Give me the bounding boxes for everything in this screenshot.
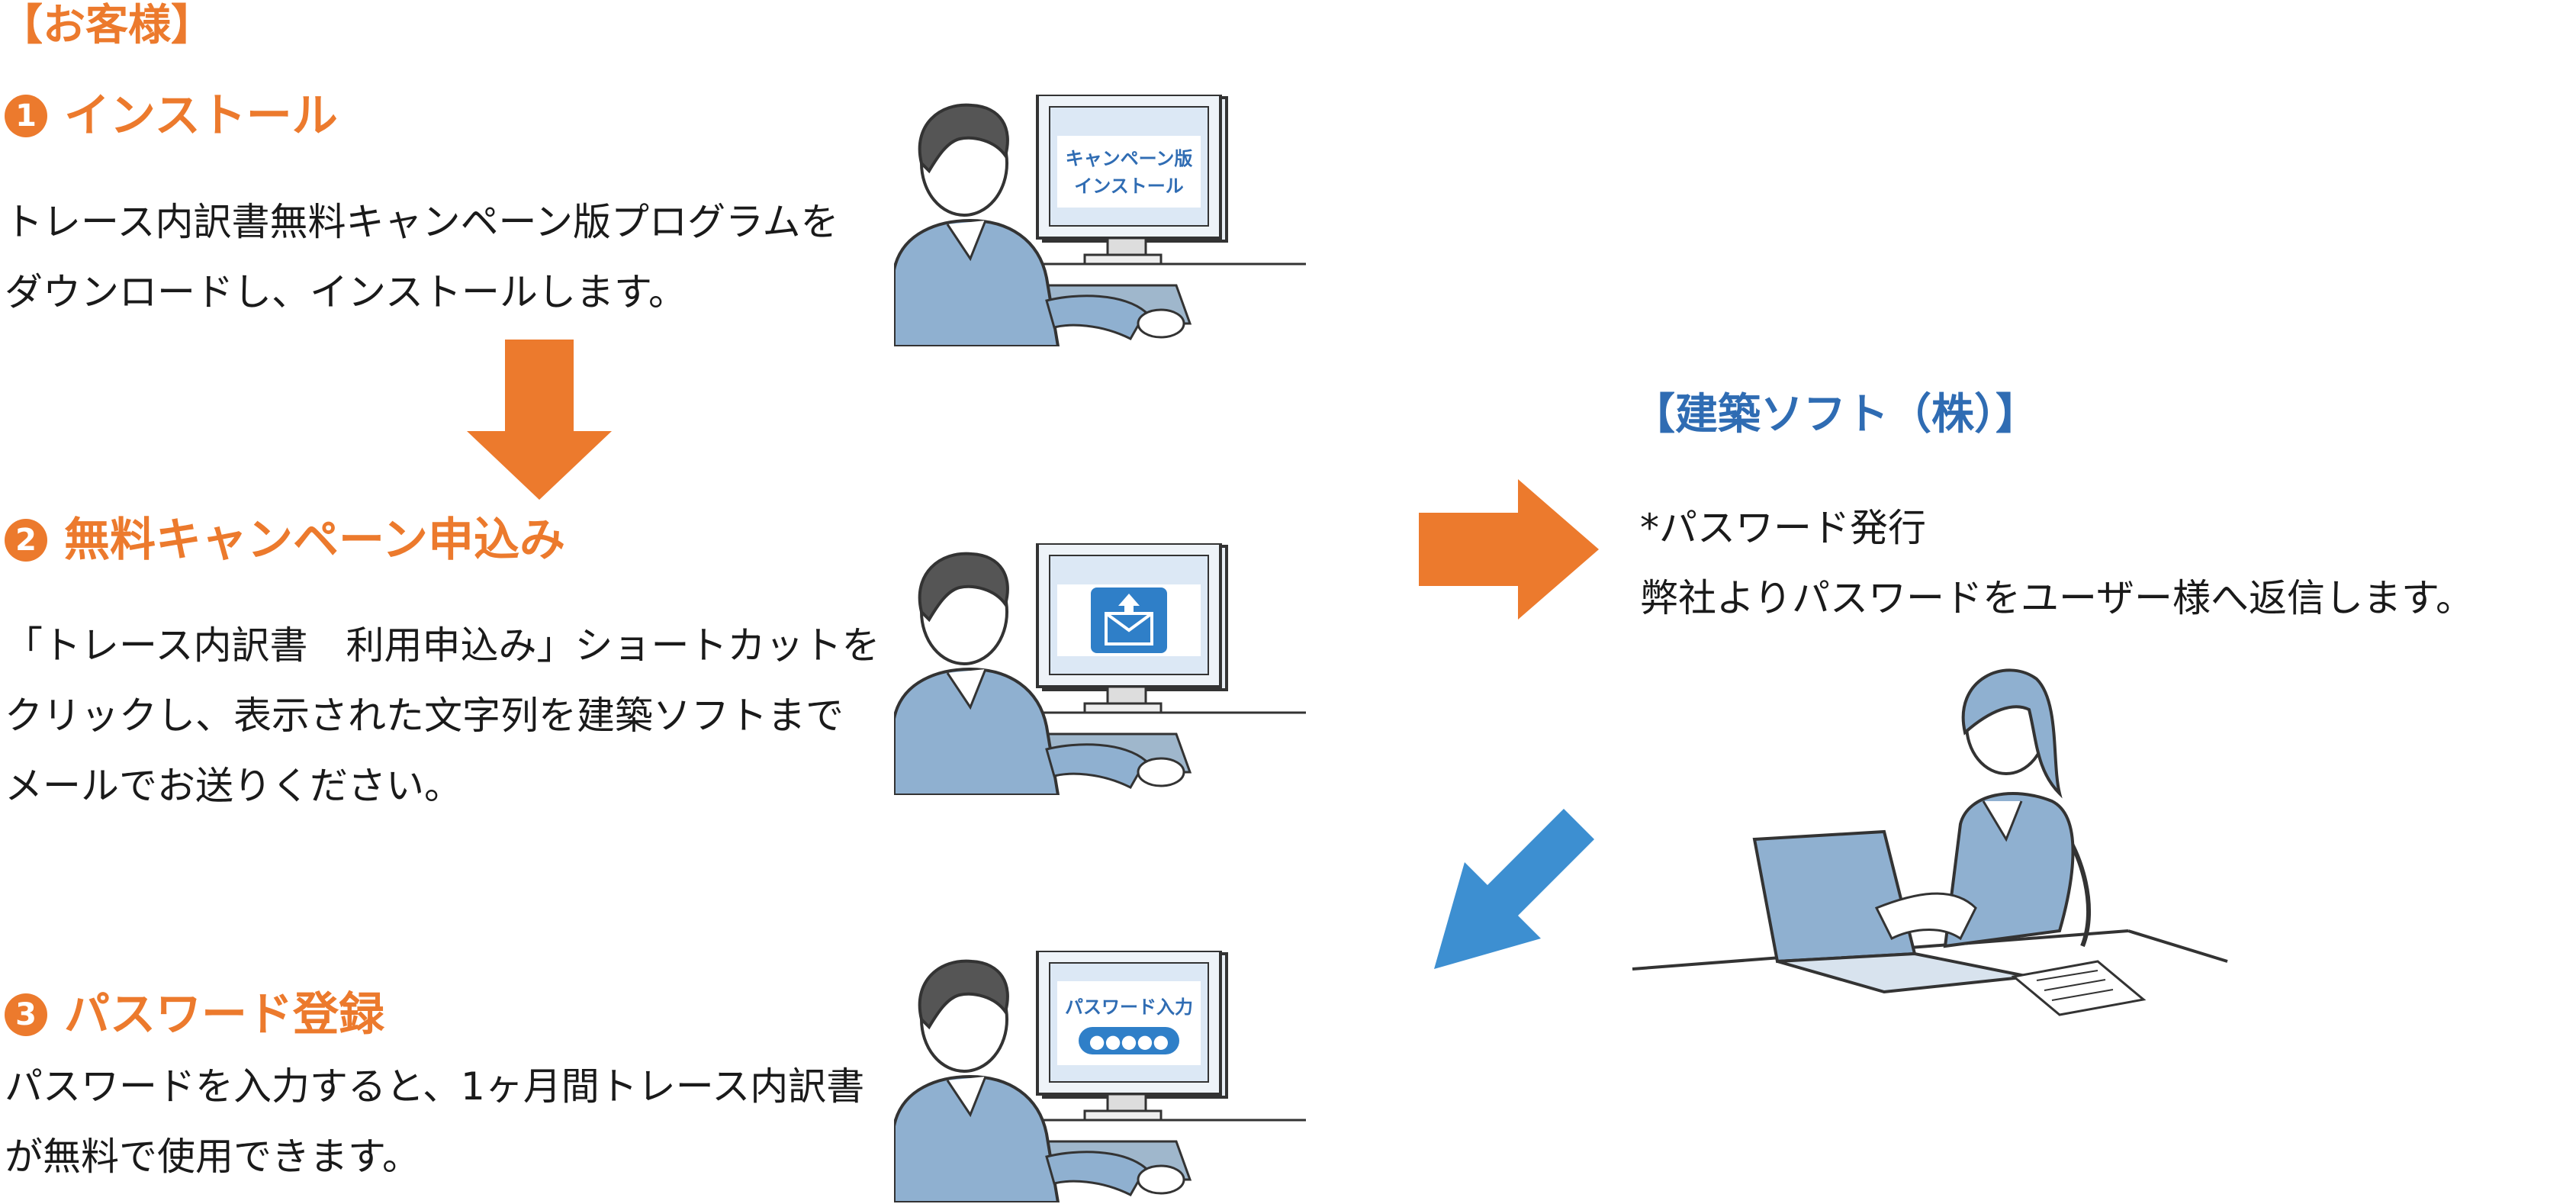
- right-arrow-orange: [1419, 479, 1599, 620]
- customer-header: 【お客様】: [0, 1, 214, 50]
- step-2-description: 「トレース内訳書 利用申込み」ショートカットを クリックし、表示された文字列を建…: [5, 610, 880, 821]
- step-2-line-1: 「トレース内訳書 利用申込み」ショートカットを: [5, 623, 880, 668]
- step-3-line-1: パスワードを入力すると、1ヶ月間トレース内訳書: [5, 1064, 865, 1109]
- company-description: *パスワード発行 弊社よりパスワードをユーザー様へ返信します。: [1640, 493, 2474, 633]
- step-2-line-3: メールでお送りください。: [5, 764, 462, 808]
- step-3-number: 3: [5, 993, 47, 1036]
- step-1-label: インストール: [64, 89, 338, 143]
- down-left-arrow-blue: [1434, 809, 1594, 969]
- woman-laptop-illustration: [1632, 668, 2228, 1016]
- step-1-line-1: トレース内訳書無料キャンペーン版プログラムを: [5, 200, 839, 244]
- install-screen-line-2: インストール: [1074, 175, 1184, 197]
- step-3-description: パスワードを入力すると、1ヶ月間トレース内訳書 が無料で使用できます。: [5, 1051, 864, 1192]
- step-1-description: トレース内訳書無料キャンペーン版プログラムを ダウンロードし、インストールします…: [5, 187, 839, 327]
- password-mask: ●●●●●: [1089, 1031, 1169, 1052]
- down-arrow-orange: [467, 340, 612, 500]
- company-line-1: *パスワード発行: [1640, 506, 1926, 550]
- step-3-title: 3 パスワード登録: [5, 992, 384, 1038]
- password-screen-label: パスワード入力: [1065, 996, 1193, 1018]
- step-3-label: パスワード登録: [64, 988, 384, 1041]
- step-1-line-2: ダウンロードし、インストールします。: [5, 270, 687, 314]
- mail-send-icon: [1091, 588, 1167, 653]
- step-2-label: 無料キャンペーン申込み: [64, 513, 565, 567]
- company-line-2: 弊社よりパスワードをユーザー様へ返信します。: [1640, 576, 2474, 620]
- step-2-number: 2: [5, 519, 47, 562]
- step-2-title: 2 無料キャンペーン申込み: [5, 517, 565, 563]
- man-pc-mail-illustration: [894, 543, 1307, 795]
- man-pc-password-illustration: パスワード入力 ●●●●●: [894, 951, 1307, 1202]
- step-1-title: 1 インストール: [5, 93, 338, 139]
- step-2-line-2: クリックし、表示された文字列を建築ソフトまで: [5, 694, 844, 738]
- company-header: 【建築ソフト（株）】: [1632, 390, 2038, 439]
- install-screen-line-1: キャンペーン版: [1066, 148, 1193, 169]
- step-1-number: 1: [5, 95, 47, 137]
- step-3-line-2: が無料で使用できます。: [5, 1135, 420, 1179]
- man-pc-install-illustration: キャンペーン版 インストール: [894, 95, 1307, 346]
